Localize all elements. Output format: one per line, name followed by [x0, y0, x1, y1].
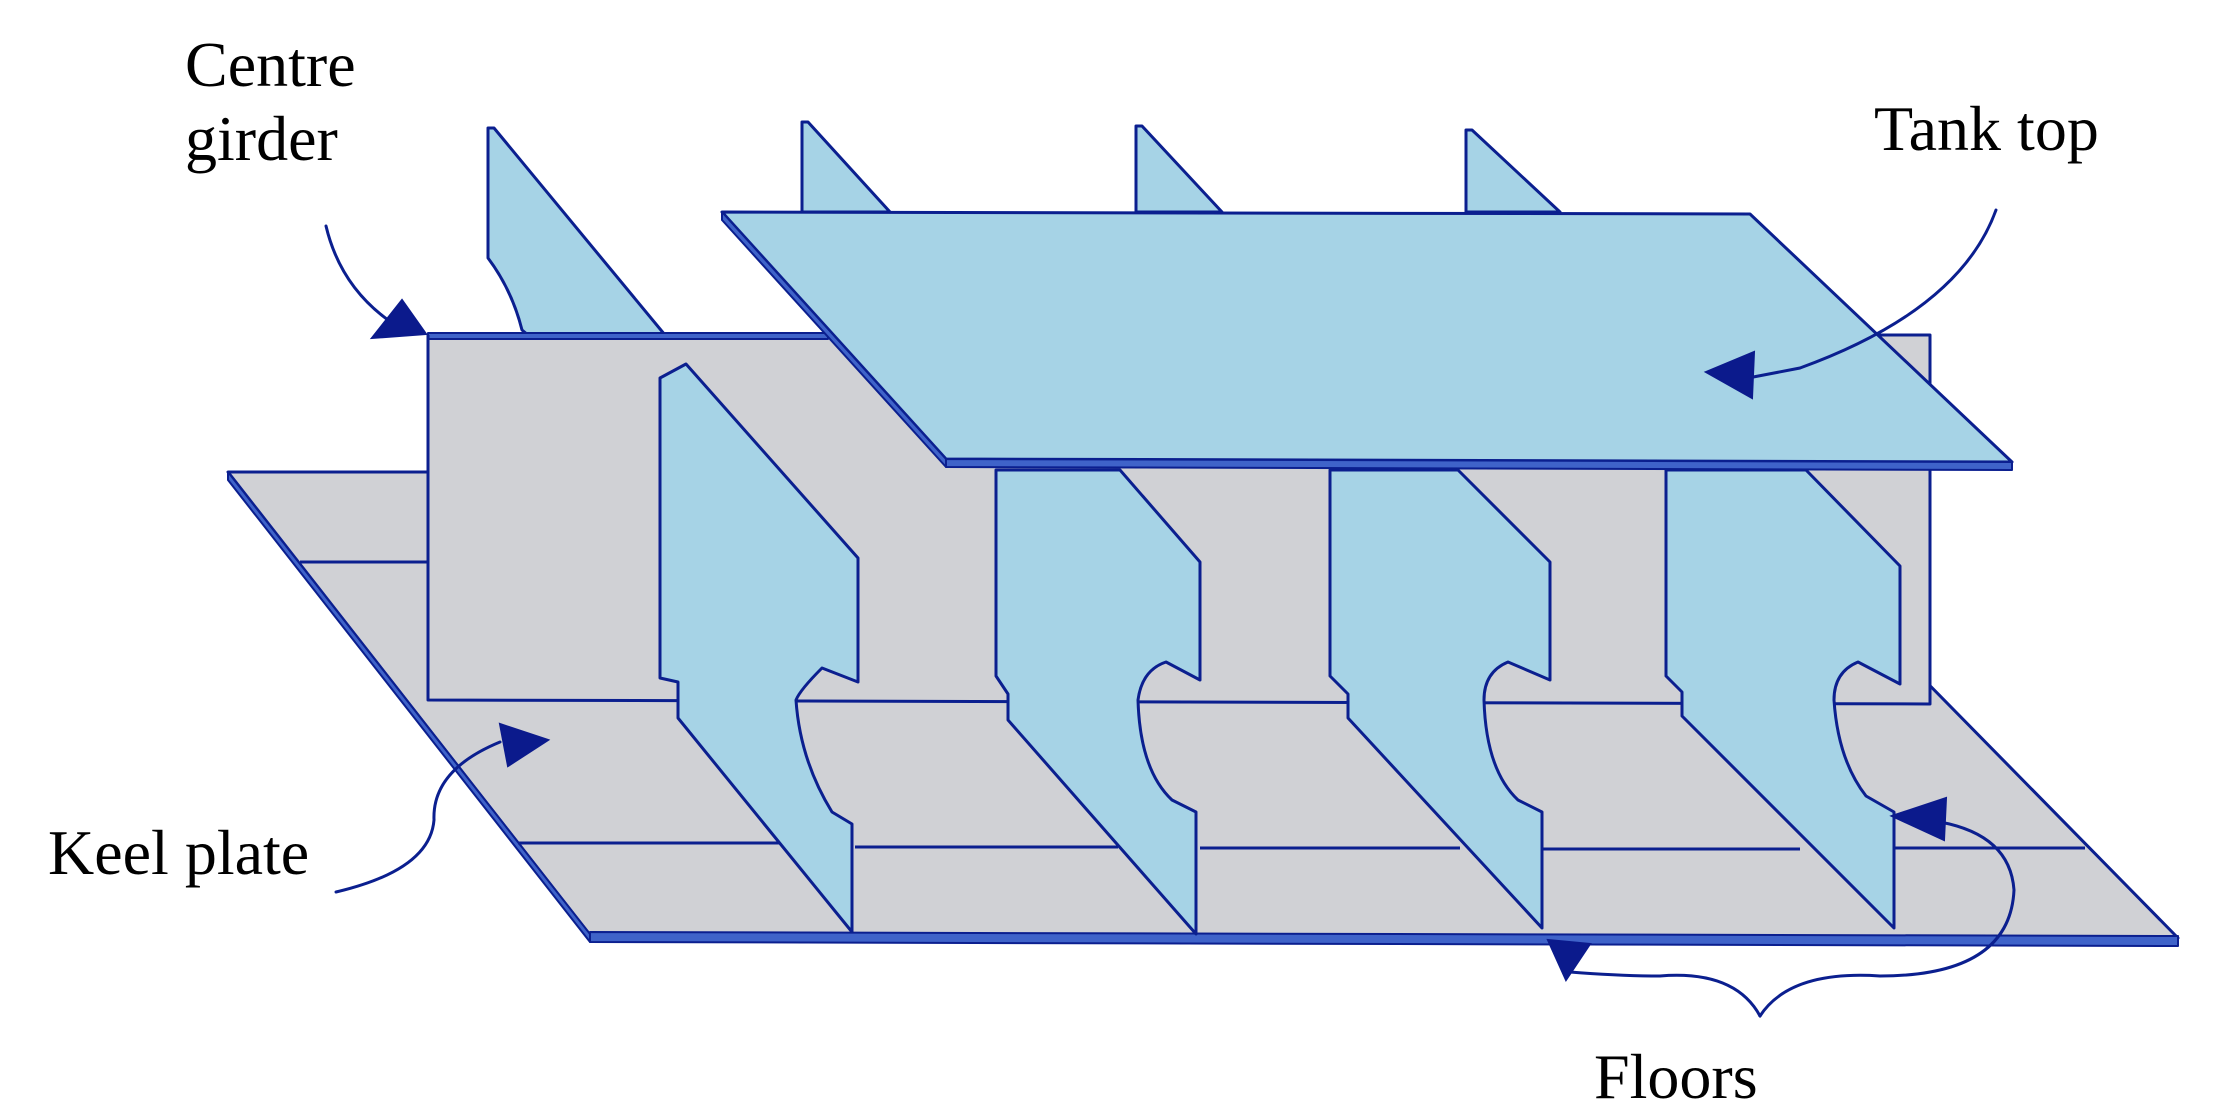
- leaders: [324, 208, 2016, 1018]
- floor-1: [658, 362, 860, 934]
- tank-top: [720, 210, 2014, 471]
- floor-tops-back: [486, 120, 1562, 337]
- floors-leader-right: [1758, 820, 2016, 1018]
- centre-girder-label-line2: girder: [185, 103, 338, 174]
- floors-label: Floors: [1594, 1041, 1758, 1112]
- keel-plate-leader: [334, 740, 502, 894]
- text-labels: Centre girder Tank top Keel plate Floors: [48, 29, 2099, 1112]
- floors-arrowhead-right: [1889, 796, 1948, 842]
- arrowheads: [369, 298, 1948, 983]
- centre-girder-label-line1: Centre: [185, 29, 356, 100]
- tank-top-arrowhead: [1703, 350, 1756, 400]
- floor-3: [1328, 468, 1552, 930]
- floors-leader-left: [1558, 958, 1762, 1018]
- tank-top-label: Tank top: [1874, 93, 2099, 164]
- floor-2: [994, 468, 1202, 936]
- keel-plate-label: Keel plate: [48, 817, 309, 888]
- tank-top-leader: [1746, 208, 1998, 380]
- floors-arrowhead-left: [1546, 938, 1592, 983]
- keel-plate-arrowhead: [498, 722, 551, 768]
- floor-4: [1664, 468, 1902, 930]
- centre-girder-leader: [324, 224, 390, 322]
- centre-girder-arrowhead: [369, 298, 428, 340]
